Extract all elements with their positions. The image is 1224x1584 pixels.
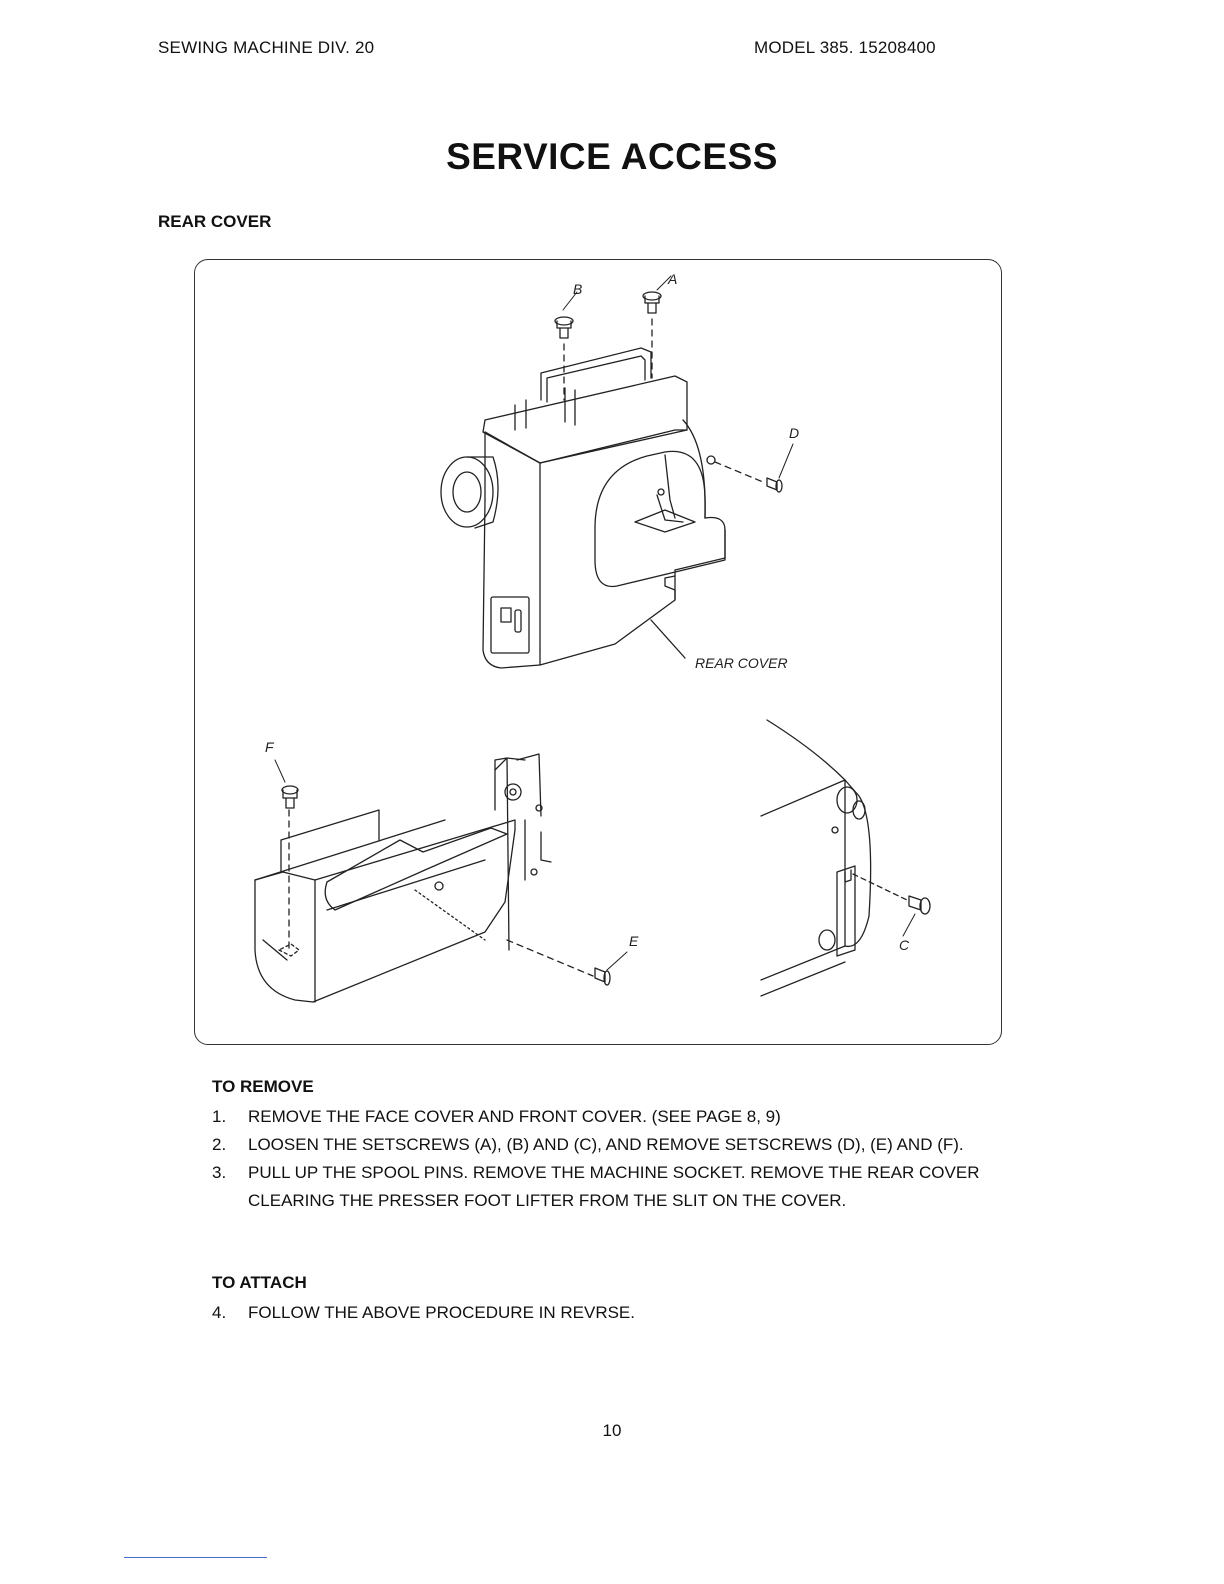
- step-text: REMOVE THE FACE COVER AND FRONT COVER. (…: [248, 1107, 781, 1126]
- list-item: 4. FOLLOW THE ABOVE PROCEDURE IN REVRSE.: [212, 1299, 1012, 1327]
- rear-cover-part-illustration: [254, 753, 552, 1003]
- list-item: 3. PULL UP THE SPOOL PINS. REMOVE THE MA…: [212, 1159, 1012, 1215]
- callout-a: A: [667, 271, 677, 287]
- step-text: FOLLOW THE ABOVE PROCEDURE IN REVRSE.: [248, 1303, 635, 1322]
- rear-cover-detail-illustration: [760, 719, 931, 997]
- callout-rear-cover: REAR COVER: [695, 655, 788, 671]
- callout-f: F: [265, 739, 275, 755]
- section-subtitle: REAR COVER: [158, 212, 272, 231]
- callout-e: E: [629, 933, 639, 949]
- to-remove-section: TO REMOVE 1. REMOVE THE FACE COVER AND F…: [212, 1077, 1012, 1215]
- step-number: 1.: [212, 1107, 227, 1126]
- to-remove-heading: TO REMOVE: [212, 1077, 314, 1096]
- step-text: LOOSEN THE SETSCREWS (A), (B) AND (C), A…: [248, 1135, 964, 1154]
- setscrew-f-illustration: [274, 759, 299, 951]
- step-text: PULL UP THE SPOOL PINS. REMOVE THE MACHI…: [248, 1163, 980, 1210]
- page-title: SERVICE ACCESS: [446, 136, 778, 177]
- step-number: 2.: [212, 1135, 227, 1154]
- setscrew-a-illustration: [642, 275, 672, 379]
- callout-c: C: [899, 937, 910, 953]
- header-right: MODEL 385. 15208400: [754, 38, 936, 57]
- list-item: 2. LOOSEN THE SETSCREWS (A), (B) AND (C)…: [212, 1131, 1012, 1159]
- step-number: 3.: [212, 1163, 227, 1182]
- page-number: 10: [602, 1421, 622, 1440]
- setscrew-e-illustration: [506, 939, 628, 986]
- header-left: SEWING MACHINE DIV. 20: [158, 38, 375, 57]
- sewing-machine-illustration: [440, 347, 726, 669]
- step-number: 4.: [212, 1303, 227, 1322]
- footer-rule: [124, 1557, 267, 1558]
- list-item: 1. REMOVE THE FACE COVER AND FRONT COVER…: [212, 1103, 1012, 1131]
- callout-b: B: [573, 281, 582, 297]
- to-attach-section: TO ATTACH 4. FOLLOW THE ABOVE PROCEDURE …: [212, 1273, 1012, 1327]
- setscrew-d-illustration: [714, 443, 794, 493]
- rear-cover-diagram: B A D REAR COVER F E C: [194, 259, 1002, 1045]
- setscrew-b-illustration: [554, 291, 578, 401]
- to-attach-heading: TO ATTACH: [212, 1273, 307, 1292]
- diagram-drawing: B A D REAR COVER F E C: [254, 271, 931, 1003]
- callout-d: D: [789, 425, 799, 441]
